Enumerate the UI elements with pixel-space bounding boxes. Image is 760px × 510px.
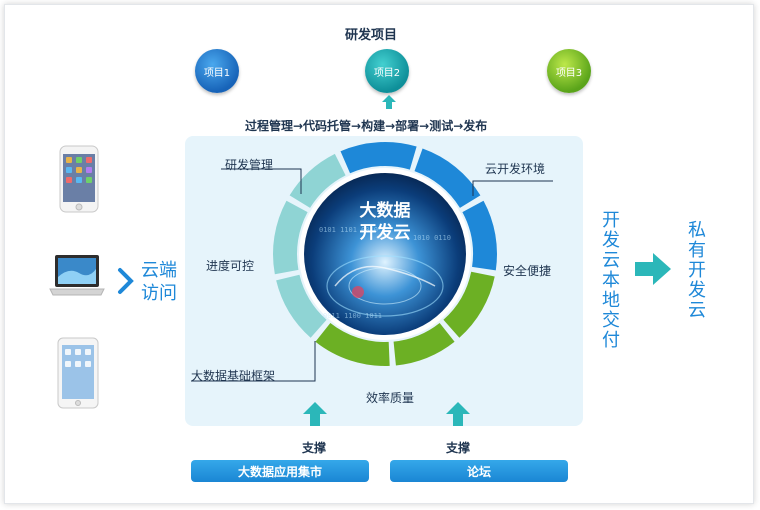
support-arrow-2-icon <box>446 402 470 426</box>
support-label-1: 支撑 <box>302 441 327 455</box>
ring-segment-rd-management <box>289 153 346 208</box>
ring-diagram: 0101 1101 0010 1010 0110 0011 1100 1011 … <box>191 142 553 382</box>
process-flow: 过程管理→代码托管→构建→部署→测试→发布 <box>245 119 488 133</box>
cloud-access-label: 云端 访问 <box>141 259 177 305</box>
tablet-icon <box>57 337 99 409</box>
local-delivery-label: 开发云本地交付 <box>602 210 620 351</box>
smartphone-icon <box>59 145 99 213</box>
ring-segment-rd-left <box>276 274 327 338</box>
center-text-line2: 开发云 <box>360 222 411 243</box>
label-rd-management: 研发管理 <box>225 158 274 172</box>
cloud-access-line1: 云端 <box>141 260 177 281</box>
center-text-line1: 大数据 <box>360 200 411 221</box>
project-3-node[interactable]: 项目3 <box>547 49 591 93</box>
project-1-label: 项目1 <box>203 67 231 79</box>
support-arrow-1-icon <box>303 402 327 426</box>
ring-segment-top <box>273 200 308 275</box>
label-progress-control: 进度可控 <box>206 259 255 273</box>
project-2-node[interactable]: 项目2 <box>365 49 409 93</box>
svg-text:0011 1100 1011: 0011 1100 1011 <box>323 312 382 320</box>
chevron-right-icon <box>118 268 134 294</box>
globe-highlight <box>352 286 364 298</box>
ring-segment-progress <box>315 322 390 366</box>
ring-segment-efficiency-right <box>462 200 497 271</box>
private-cloud-label: 私有开发云 <box>688 220 706 321</box>
globe-icon <box>304 173 466 335</box>
label-cloud-dev-env: 云开发环境 <box>485 162 546 176</box>
ring-segment-efficiency <box>443 271 495 338</box>
laptop-icon <box>49 255 105 296</box>
up-arrow-icon <box>382 95 396 109</box>
cloud-access-line2: 访问 <box>141 283 177 304</box>
right-arrow-icon <box>635 253 671 285</box>
bigdata-app-market-button[interactable]: 大数据应用集市 <box>191 460 369 482</box>
svg-text:1010 0110: 1010 0110 <box>413 234 451 242</box>
svg-text:0101 1101 0010: 0101 1101 0010 <box>319 226 378 234</box>
label-efficiency-quality: 效率质量 <box>366 391 415 405</box>
ring-segment-bigdata-framework <box>393 322 455 366</box>
forum-button[interactable]: 论坛 <box>390 460 568 482</box>
ring-segment-security <box>414 148 481 208</box>
label-secure-convenient: 安全便捷 <box>503 264 552 278</box>
ring-segment-cloud-env <box>340 142 417 174</box>
project-1-node[interactable]: 项目1 <box>195 49 239 93</box>
diagram-title: 研发项目 <box>345 28 398 43</box>
support-label-2: 支撑 <box>446 441 471 455</box>
diagram-frame: 研发项目 项目1 项目2 项目3 过程管理→代码托管→构建→部署→测试→发布 0… <box>4 4 754 504</box>
project-3-label: 项目3 <box>555 67 583 79</box>
label-bigdata-framework: 大数据基础框架 <box>191 369 276 383</box>
project-2-label: 项目2 <box>373 67 401 79</box>
